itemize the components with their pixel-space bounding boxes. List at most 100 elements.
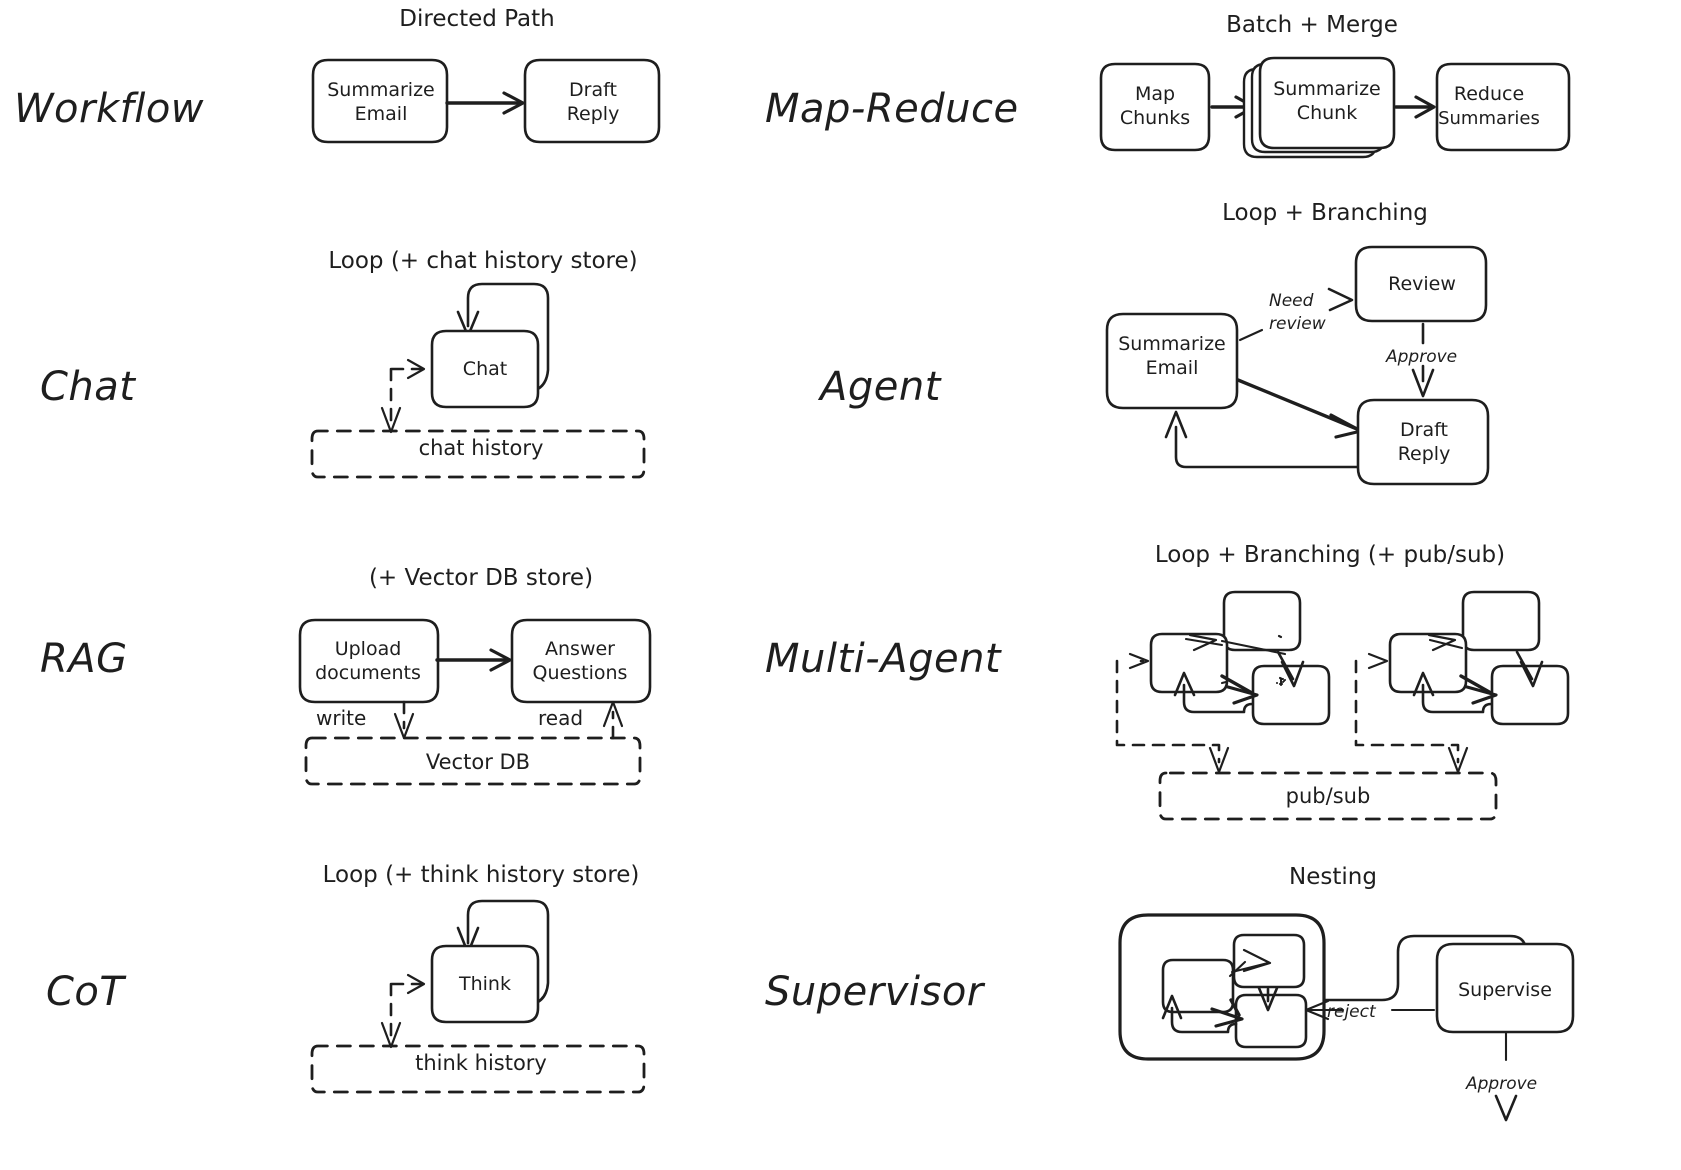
row-label-agent: Agent <box>817 364 942 410</box>
node-draft-reply[interactable] <box>523 58 661 144</box>
node-draft-reply-line1: Draft <box>569 79 617 101</box>
node-summarize-email[interactable] <box>311 58 449 144</box>
node-summarize-chunk[interactable] <box>1258 56 1396 150</box>
node-draft-reply-line2: Reply <box>567 103 620 125</box>
node-reduce-summaries-line1: Reduce <box>1454 83 1524 105</box>
node-summarize-email-line2: Email <box>355 103 408 125</box>
node-supervise[interactable] <box>1435 942 1575 1034</box>
arrowhead-summarize-to-reduce <box>1414 95 1436 119</box>
edge-group-to-supervise <box>1323 934 1528 1002</box>
multi-agent-cluster-b <box>1354 590 1570 774</box>
arrowhead-cluster-b-top-to-right <box>1519 660 1544 688</box>
panel-title-loop-branching: Loop + Branching <box>1222 200 1428 226</box>
node-map-chunks-line1: Map <box>1135 83 1175 105</box>
panel-workflow: Workflow Directed Path Summarize Email D… <box>14 6 661 144</box>
edge-label-approve-agent: Approve <box>1385 347 1457 367</box>
edge-supervisor-left-to-top <box>1228 960 1247 978</box>
arrowhead-supervisor-right-to-left-loop <box>1161 994 1183 1020</box>
arrowhead-supervisor-left-to-right <box>1210 1007 1244 1028</box>
edge-supervisor-left-to-top-b <box>1230 961 1270 974</box>
store-chat-history[interactable] <box>310 429 646 479</box>
edge-cluster-b-pubsub <box>1354 659 1460 764</box>
arrowhead-cluster-b-left-to-top <box>1427 633 1457 652</box>
panel-cot: CoT Loop (+ think history store) Think t… <box>46 862 646 1094</box>
edge-cluster-a-pubsub <box>1115 659 1221 764</box>
panel-rag: RAG (+ Vector DB store) Upload documents… <box>40 565 652 786</box>
node-chat-label: Chat <box>463 358 507 380</box>
panel-title-directed-path: Directed Path <box>399 6 554 32</box>
arrowhead-reject <box>1304 999 1330 1021</box>
node-upload-documents[interactable] <box>298 618 440 704</box>
panel-title-loop-think: Loop (+ think history store) <box>323 862 640 888</box>
arrowhead-cluster-a-pubsub-in <box>1128 652 1150 670</box>
node-agent-summarize-email[interactable] <box>1105 312 1239 410</box>
edge-cluster-b-right-to-left-loop <box>1421 683 1493 714</box>
panel-title-nesting: Nesting <box>1289 864 1377 890</box>
edge-cluster-a-right-to-left-loop <box>1182 683 1254 714</box>
arrowhead-supervisor-top-to-right <box>1257 986 1279 1012</box>
panel-title-loop-branching-pubsub: Loop + Branching (+ pub/sub) <box>1155 542 1505 568</box>
arrowhead-supervisor-left-to-top <box>1242 948 1272 973</box>
arrowhead-read <box>602 700 624 728</box>
panel-chat: Chat Loop (+ chat history store) Chat ch… <box>40 248 646 479</box>
row-label-cot: CoT <box>46 969 127 1015</box>
arrowhead-cluster-a-left-to-right <box>1226 685 1259 705</box>
node-answer-questions-line1: Answer <box>545 638 615 660</box>
node-supervisor-inner-top[interactable] <box>1232 933 1306 989</box>
arrowhead-cluster-a-right-to-left-loop <box>1173 671 1196 697</box>
node-map-chunks-line2: Chunks <box>1120 107 1190 129</box>
edge-think-self-loop <box>466 899 550 1007</box>
arrowhead-cluster-b-pubsub-in <box>1367 652 1389 670</box>
row-label-supervisor: Supervisor <box>765 969 986 1015</box>
node-agent-summarize-line2: Email <box>1146 357 1199 379</box>
node-supervisor-inner-left[interactable] <box>1161 958 1235 1014</box>
edge-cluster-a-left-to-top <box>1220 639 1287 656</box>
node-summarize-chunk-line2: Chunk <box>1297 102 1357 124</box>
node-cluster-b-left[interactable] <box>1388 632 1468 694</box>
edge-cluster-a-left-to-top-b <box>1184 637 1224 647</box>
row-label-workflow: Workflow <box>14 86 204 132</box>
node-upload-documents-line1: Upload <box>335 638 402 660</box>
node-summarize-chunk-line1: Summarize <box>1273 78 1381 100</box>
edge-label-approve-supervisor: Approve <box>1465 1074 1537 1094</box>
group-nested-agents[interactable] <box>1118 913 1326 1061</box>
node-upload-documents-line2: documents <box>315 662 421 684</box>
edge-summarize-to-draft-agent <box>1236 378 1359 431</box>
node-cluster-a-right[interactable] <box>1251 664 1331 726</box>
node-agent-draft-reply[interactable] <box>1356 398 1490 486</box>
store-pub-sub[interactable] <box>1158 771 1498 821</box>
arrowhead-approve-agent <box>1411 368 1435 398</box>
node-answer-questions[interactable] <box>510 618 652 704</box>
edge-need-review-stub <box>1238 328 1264 342</box>
node-reduce-summaries[interactable] <box>1435 62 1571 152</box>
arrowhead-upload-to-answer <box>489 648 512 672</box>
store-think-history[interactable] <box>310 1044 646 1094</box>
arrowhead-draft-to-summarize-loop <box>1164 410 1188 439</box>
node-answer-questions-line2: Questions <box>533 662 628 684</box>
node-map-chunks[interactable] <box>1099 62 1211 152</box>
node-cluster-a-top[interactable] <box>1222 590 1302 652</box>
node-supervise-label: Supervise <box>1458 979 1552 1001</box>
edge-cluster-b-top-to-right <box>1515 650 1534 681</box>
edge-supervisor-right-to-left-loop <box>1170 1006 1238 1034</box>
edge-supervisor-left-to-right <box>1229 998 1241 1017</box>
node-chat[interactable] <box>430 329 540 409</box>
store-vector-db[interactable] <box>304 736 642 786</box>
row-label-multi-agent: Multi-Agent <box>765 636 1002 682</box>
node-supervisor-inner-right[interactable] <box>1234 993 1308 1049</box>
node-review[interactable] <box>1354 245 1488 323</box>
node-cluster-b-right[interactable] <box>1490 664 1570 726</box>
node-agent-draft-line2: Reply <box>1398 443 1451 465</box>
node-cluster-a-left[interactable] <box>1149 632 1229 694</box>
store-pub-sub-label: pub/sub <box>1286 784 1371 808</box>
panel-map-reduce: Map-Reduce Batch + Merge Map Chunks Summ… <box>765 12 1571 159</box>
arrowhead-thinkhistory-to-think <box>406 973 426 995</box>
edge-ca-dummy3 <box>1278 676 1284 681</box>
node-think[interactable] <box>430 944 540 1024</box>
edge-chat-self-loop <box>466 282 550 394</box>
panel-title-batch-merge: Batch + Merge <box>1226 12 1398 38</box>
row-label-map-reduce: Map-Reduce <box>765 86 1019 132</box>
node-cluster-b-top[interactable] <box>1461 590 1541 652</box>
arrowhead-cluster-a-top-to-right <box>1280 660 1305 688</box>
